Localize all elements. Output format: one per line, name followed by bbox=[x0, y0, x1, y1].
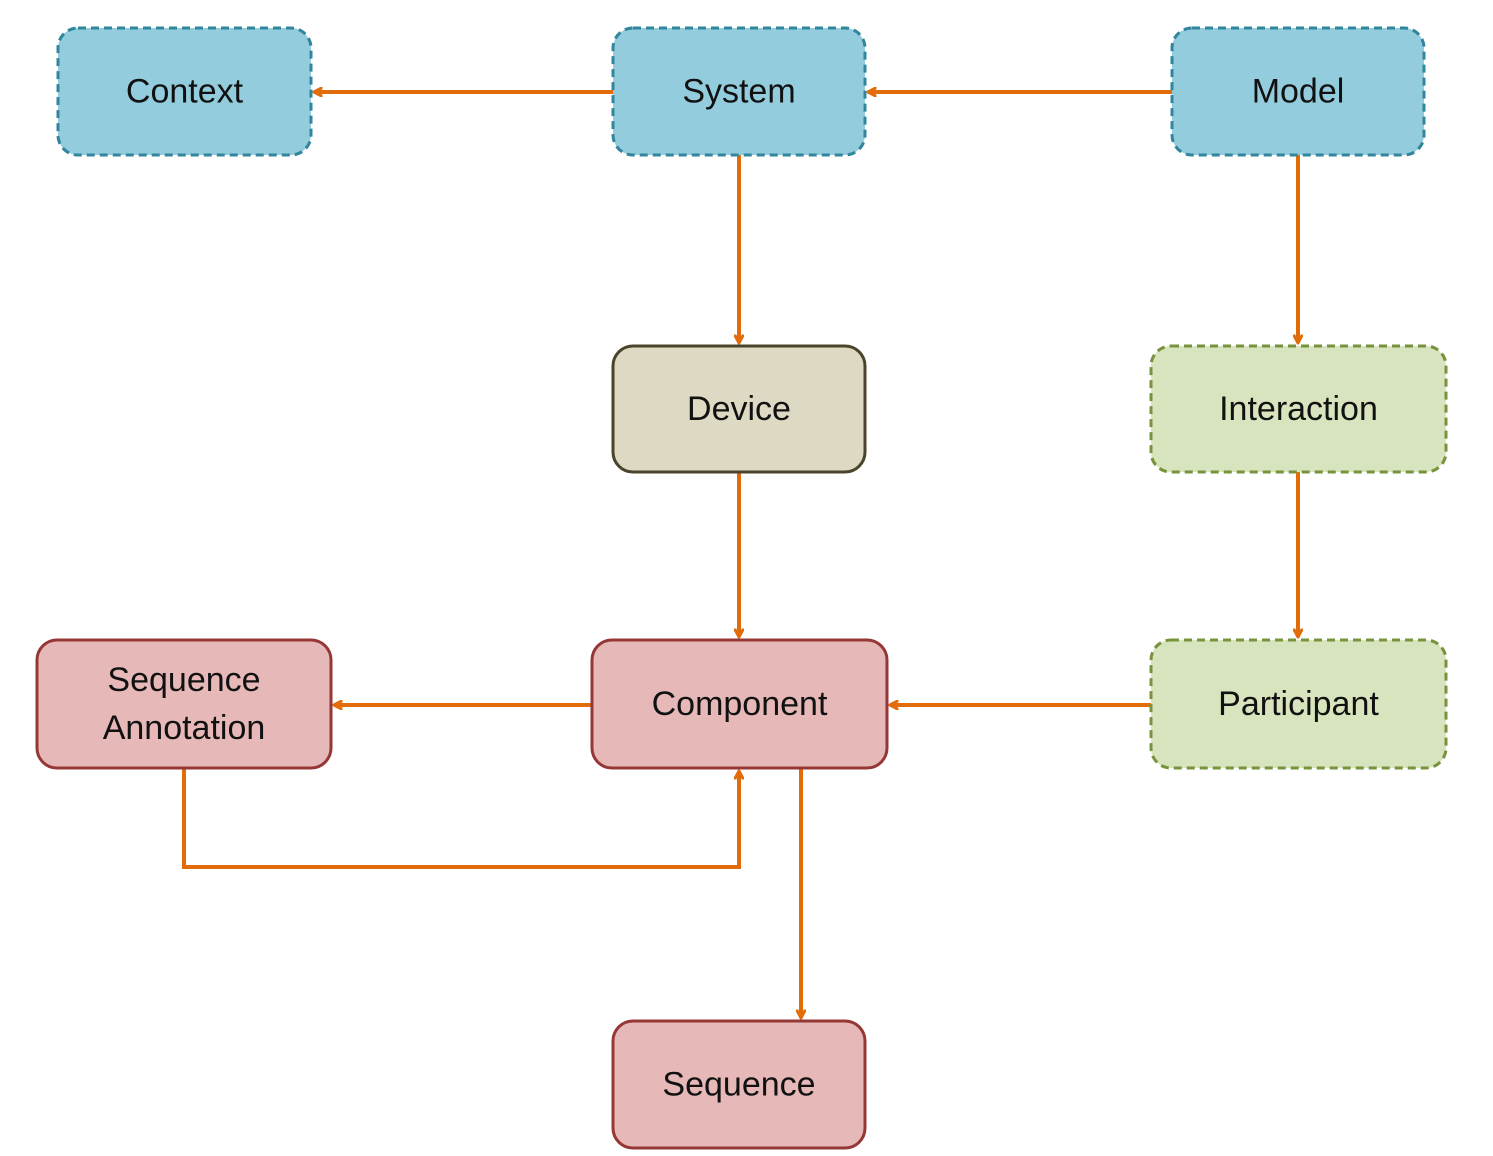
node-component-label: Component bbox=[652, 685, 828, 723]
node-interaction-box bbox=[1149, 344, 1448, 474]
edges-layer bbox=[182, 92, 1298, 1018]
node-component: Component bbox=[590, 638, 889, 770]
node-interaction: Interaction bbox=[1149, 344, 1448, 474]
node-model: Model bbox=[1170, 26, 1426, 157]
node-model-label: Model bbox=[1252, 73, 1345, 111]
node-device-box bbox=[611, 344, 867, 474]
node-sequence-label: Sequence bbox=[662, 1066, 815, 1104]
node-participant-box bbox=[1149, 638, 1448, 770]
node-context-label: Context bbox=[126, 73, 244, 111]
node-context: Context bbox=[56, 26, 313, 157]
node-participant: Participant bbox=[1149, 638, 1448, 770]
node-sequence-annotation-box bbox=[35, 638, 333, 770]
node-device-label: Device bbox=[687, 390, 791, 428]
node-sequence-annotation-label: Sequence bbox=[107, 661, 260, 699]
node-interaction-label: Interaction bbox=[1219, 390, 1378, 428]
node-system-box bbox=[611, 26, 867, 157]
node-device: Device bbox=[611, 344, 867, 474]
node-component-box bbox=[590, 638, 889, 770]
node-context-box bbox=[56, 26, 313, 157]
edge-sequence-annotation-to-component bbox=[182, 768, 739, 869]
node-system-label: System bbox=[682, 73, 795, 111]
node-sequence-box bbox=[611, 1019, 867, 1150]
node-system: System bbox=[611, 26, 867, 157]
node-model-box bbox=[1170, 26, 1426, 157]
node-sequence-annotation-label: Annotation bbox=[103, 709, 266, 747]
node-sequence: Sequence bbox=[611, 1019, 867, 1150]
node-participant-label: Participant bbox=[1218, 685, 1379, 723]
